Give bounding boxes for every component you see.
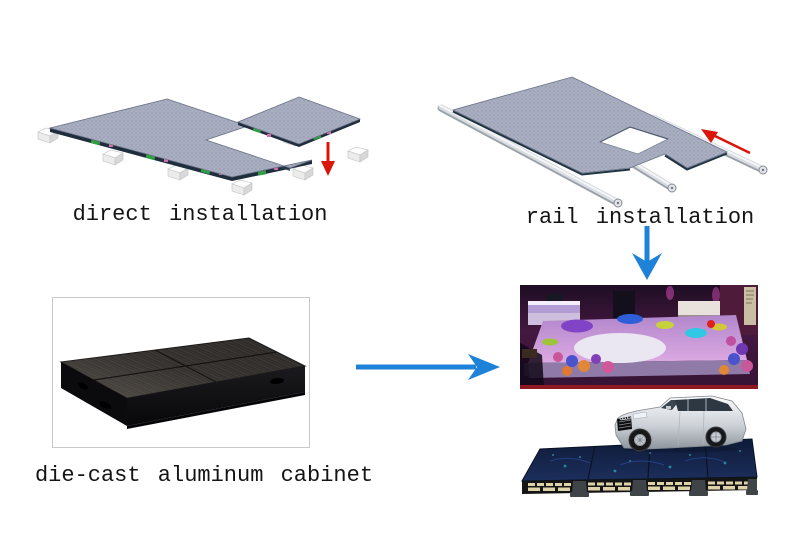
cabinet-front-face bbox=[127, 366, 305, 426]
blue-right-arrow-icon bbox=[356, 354, 500, 380]
cabinet-illustration bbox=[59, 337, 307, 429]
led-floor-panels bbox=[521, 438, 758, 482]
cabinet-label: die-cast aluminum cabinet bbox=[34, 463, 374, 488]
car-on-led-floor-photo bbox=[520, 391, 758, 500]
red-slide-arrow-icon bbox=[701, 129, 751, 155]
small-floor-panel bbox=[236, 96, 362, 147]
direct-installation-label: direct installation bbox=[72, 202, 328, 227]
rail-installation-label: rail installation bbox=[525, 205, 755, 230]
rail-installation-diagram bbox=[437, 76, 768, 208]
blue-down-arrow-icon bbox=[632, 226, 662, 280]
rail-floor-panel bbox=[451, 76, 728, 176]
red-drop-arrow-icon bbox=[321, 142, 335, 176]
main-floor-panel bbox=[48, 98, 313, 181]
panel-connectors bbox=[90, 139, 278, 176]
cabinet-photo bbox=[52, 297, 310, 448]
balloons bbox=[553, 336, 753, 376]
floor-edge-and-feet bbox=[522, 477, 758, 497]
car-wheels bbox=[628, 426, 727, 452]
direct-installation-diagram bbox=[37, 96, 369, 196]
suv-car bbox=[614, 395, 747, 453]
venue-dance-floor-photo bbox=[520, 285, 758, 389]
cabinet-left-face bbox=[61, 362, 127, 426]
